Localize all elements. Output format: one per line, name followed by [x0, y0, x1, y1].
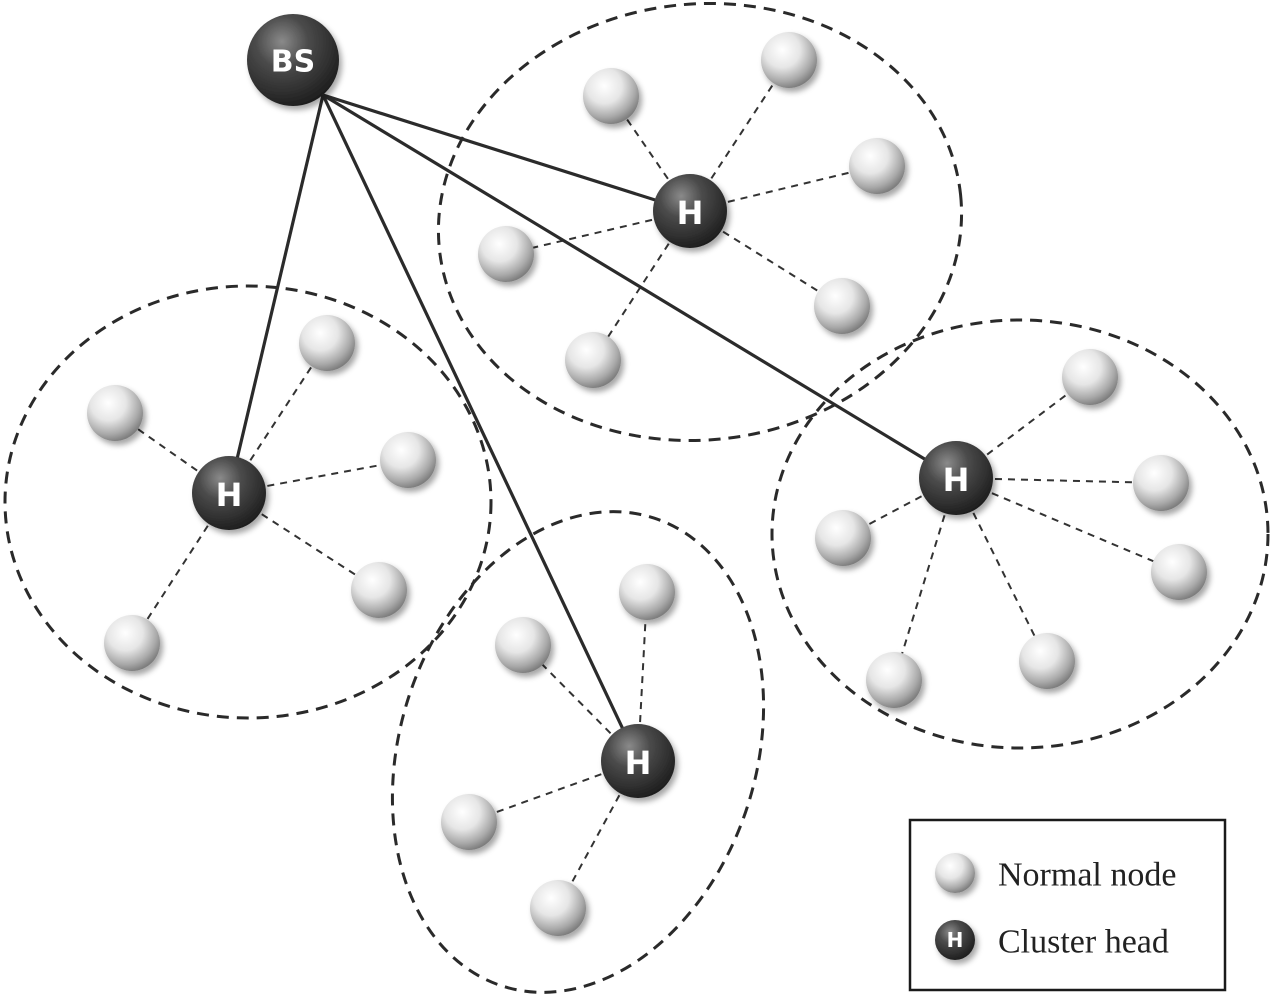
- normal-node-top-1: [583, 68, 639, 124]
- normal-node-right-5: [866, 652, 922, 708]
- member-link-top-1: [610, 95, 691, 212]
- member-link-right-3: [955, 477, 1180, 573]
- normal-node-left-3: [380, 432, 436, 488]
- normal-node-left-1: [87, 385, 143, 441]
- legend-cluster-head-label: Cluster head: [998, 924, 1169, 961]
- member-link-right-2: [955, 477, 1162, 484]
- legend-normal-node-label: Normal node: [998, 857, 1176, 894]
- cluster-boundary-left: [3, 284, 493, 720]
- normal-node-top-3: [849, 138, 905, 194]
- cluster-boundary-right: [770, 318, 1270, 750]
- uplink-bottom: [321, 94, 640, 762]
- normal-node-top-4: [478, 226, 534, 282]
- member-link-right-6: [955, 477, 1048, 662]
- legend: Normal node H Cluster head: [908, 818, 1227, 992]
- normal-node-right-6: [1019, 633, 1075, 689]
- uplink-left: [227, 94, 325, 494]
- base-station: [247, 14, 339, 106]
- normal-node-top-6: [565, 332, 621, 388]
- normal-node-left-4: [351, 562, 407, 618]
- nodes: H H H H BS: [87, 14, 1207, 936]
- normal-node-left-5: [104, 615, 160, 671]
- legend-normal-node-icon: [935, 853, 975, 893]
- cluster-head-right: [919, 441, 993, 515]
- cluster-head-label-top: H: [677, 194, 704, 232]
- uplink-top: [322, 93, 691, 213]
- cluster-head-top: [653, 174, 727, 248]
- normal-node-right-1: [1062, 349, 1118, 405]
- cluster-head-label-left: H: [216, 476, 243, 514]
- cluster-head-label-right: H: [943, 461, 970, 499]
- legend-cluster-head-icon: [935, 920, 975, 960]
- uplinks: [227, 93, 957, 762]
- cluster-head-bottom: [601, 724, 675, 798]
- legend-box: [908, 818, 1227, 992]
- cluster-head-label-bottom: H: [625, 744, 652, 782]
- normal-node-right-4: [815, 510, 871, 566]
- member-link-right-5: [893, 477, 957, 681]
- normal-node-top-2: [761, 32, 817, 88]
- uplink-right: [322, 93, 957, 480]
- member-link-left-1: [114, 412, 230, 494]
- cluster-head-left: [192, 456, 266, 530]
- legend-cluster-head-icon-label: H: [947, 928, 964, 952]
- normal-node-bottom-3: [441, 794, 497, 850]
- cluster-boundary-top: [436, 1, 964, 443]
- base-station-label: BS: [271, 45, 315, 80]
- cluster-boundary-bottom: [390, 510, 766, 994]
- normal-node-bottom-1: [495, 617, 551, 673]
- normal-node-top-5: [814, 278, 870, 334]
- normal-node-left-2: [299, 315, 355, 371]
- cluster-boundaries: [3, 1, 1270, 994]
- normal-node-bottom-4: [530, 880, 586, 936]
- normal-node-right-3: [1151, 544, 1207, 600]
- normal-node-right-2: [1133, 455, 1189, 511]
- normal-node-bottom-2: [619, 564, 675, 620]
